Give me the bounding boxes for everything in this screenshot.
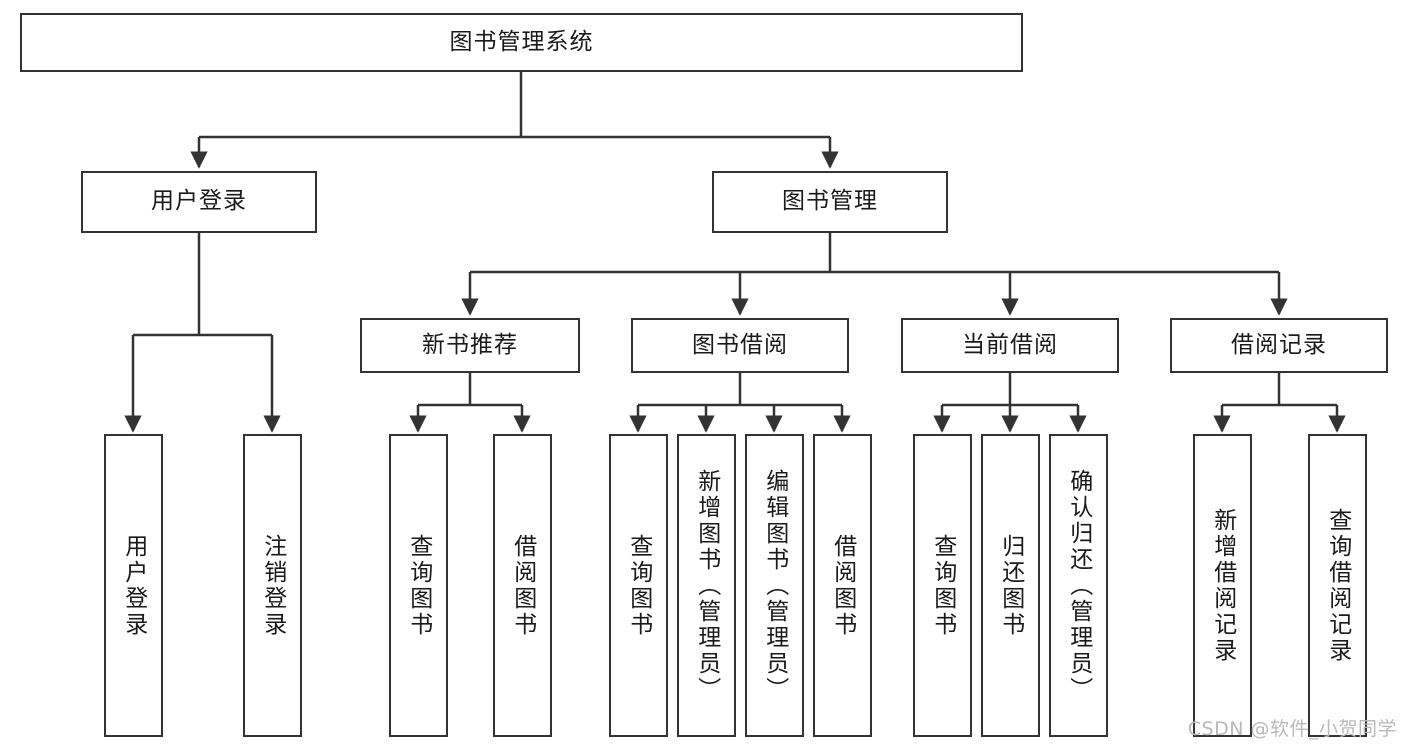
node-leaf-user-login[interactable]: 用户登录	[104, 434, 163, 737]
node-leaf-query-book-3-label: 查询图书	[929, 533, 956, 638]
node-leaf-query-record[interactable]: 查询借阅记录	[1308, 434, 1367, 737]
node-book-borrow[interactable]: 图书借阅	[631, 318, 849, 373]
node-leaf-borrow-book-1[interactable]: 借阅图书	[493, 434, 552, 737]
node-current-borrow-label: 当前借阅	[962, 331, 1058, 358]
node-leaf-edit-book-label: 编辑图书（管理员）	[761, 468, 788, 703]
node-leaf-borrow-book-1-label: 借阅图书	[509, 533, 536, 638]
node-leaf-logout-login-label: 注销登录	[259, 533, 286, 638]
node-leaf-logout-login[interactable]: 注销登录	[243, 434, 302, 737]
node-leaf-query-record-label: 查询借阅记录	[1324, 507, 1351, 664]
node-root[interactable]: 图书管理系统	[20, 13, 1023, 72]
node-book-management-label: 图书管理	[782, 188, 878, 215]
node-leaf-add-book[interactable]: 新增图书（管理员）	[677, 434, 736, 737]
node-current-borrow[interactable]: 当前借阅	[901, 318, 1119, 373]
node-leaf-borrow-book-2[interactable]: 借阅图书	[813, 434, 872, 737]
node-leaf-add-record-label: 新增借阅记录	[1209, 507, 1236, 664]
node-leaf-borrow-book-2-label: 借阅图书	[829, 533, 856, 638]
node-leaf-confirm-return-label: 确认归还（管理员）	[1065, 468, 1092, 703]
node-leaf-query-book-2[interactable]: 查询图书	[609, 434, 668, 737]
node-new-book-recommend[interactable]: 新书推荐	[360, 318, 580, 373]
node-leaf-add-book-label: 新增图书（管理员）	[693, 468, 720, 703]
node-user-login[interactable]: 用户登录	[81, 171, 317, 233]
node-new-book-recommend-label: 新书推荐	[422, 331, 518, 358]
node-book-management[interactable]: 图书管理	[712, 171, 948, 233]
node-borrow-record[interactable]: 借阅记录	[1170, 318, 1388, 373]
node-leaf-return-book[interactable]: 归还图书	[981, 434, 1040, 737]
node-root-label: 图书管理系统	[449, 28, 594, 55]
node-leaf-user-login-label: 用户登录	[120, 533, 147, 638]
node-leaf-query-book-2-label: 查询图书	[625, 533, 652, 638]
node-leaf-confirm-return[interactable]: 确认归还（管理员）	[1049, 434, 1108, 737]
node-leaf-add-record[interactable]: 新增借阅记录	[1193, 434, 1252, 737]
node-borrow-record-label: 借阅记录	[1231, 331, 1327, 358]
node-user-login-label: 用户登录	[151, 188, 247, 215]
node-leaf-return-book-label: 归还图书	[997, 533, 1024, 638]
node-leaf-query-book-1-label: 查询图书	[405, 533, 432, 638]
node-leaf-query-book-1[interactable]: 查询图书	[389, 434, 448, 737]
node-leaf-query-book-3[interactable]: 查询图书	[913, 434, 972, 737]
node-leaf-edit-book[interactable]: 编辑图书（管理员）	[745, 434, 804, 737]
node-book-borrow-label: 图书借阅	[692, 331, 788, 358]
